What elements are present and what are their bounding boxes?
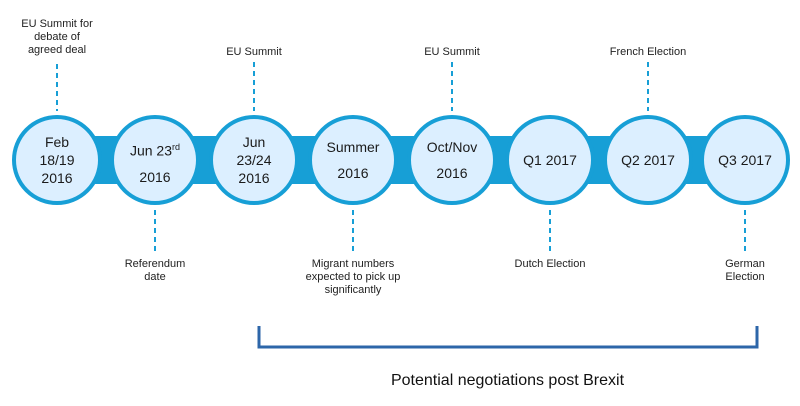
node-label: Q2 2017 bbox=[608, 152, 688, 168]
negotiations-label: Potential negotiations post Brexit bbox=[390, 372, 625, 389]
node-label-line: Jun 23rd bbox=[129, 142, 181, 159]
node-label-line: 18/19 bbox=[39, 152, 75, 168]
node-label: Summer 2016 bbox=[313, 134, 393, 186]
annotation-above: EU Summit bbox=[392, 46, 512, 59]
node-label-line: 2016 bbox=[436, 165, 468, 181]
annotation-line: significantly bbox=[324, 284, 382, 296]
annotation-line: EU Summit bbox=[226, 46, 282, 58]
annotation-line: EU Summit bbox=[424, 46, 480, 58]
node-label: Jun 23rd 2016 bbox=[115, 134, 195, 190]
node-label-line: 2016 bbox=[238, 170, 270, 186]
annotation-line: debate of bbox=[34, 31, 80, 43]
timeline-node bbox=[209, 115, 299, 205]
annotation-line: French Election bbox=[609, 46, 687, 58]
annotation-line: EU Summit for bbox=[21, 18, 93, 30]
timeline-node bbox=[700, 115, 790, 205]
node-label-line: 2016 bbox=[41, 170, 73, 186]
annotation-line: German bbox=[725, 258, 765, 270]
annotation-line: date bbox=[144, 271, 166, 283]
node-label-line: Jun bbox=[242, 134, 266, 150]
node-label-line: 2016 bbox=[139, 168, 171, 185]
node-label: Q1 2017 bbox=[510, 152, 590, 168]
annotation-line: agreed deal bbox=[27, 44, 87, 56]
node-label-line: Q1 2017 bbox=[523, 152, 577, 168]
annotation-line: Referendum bbox=[124, 258, 186, 270]
node-label: Q3 2017 bbox=[705, 152, 785, 168]
timeline-node bbox=[603, 115, 693, 205]
timeline-node bbox=[12, 115, 102, 205]
node-label-line: Oct/Nov bbox=[426, 139, 478, 155]
node-label-line: Summer bbox=[326, 139, 380, 155]
node-label: Oct/Nov 2016 bbox=[412, 134, 492, 186]
node-label-line: 2016 bbox=[337, 165, 369, 181]
negotiation-bracket bbox=[257, 326, 759, 349]
node-label: Feb 18/19 2016 bbox=[17, 133, 97, 187]
node-label-line: Q3 2017 bbox=[718, 152, 772, 168]
annotation-line: Election bbox=[725, 271, 765, 283]
timeline-node bbox=[308, 115, 398, 205]
node-label-line: Feb bbox=[44, 134, 70, 150]
annotation-above: French Election bbox=[588, 46, 708, 59]
annotation-below: Dutch Election bbox=[490, 258, 610, 271]
timeline-node bbox=[505, 115, 595, 205]
annotation-above: EU Summit bbox=[194, 46, 314, 59]
node-label-line: 23/24 bbox=[236, 152, 272, 168]
timeline-node bbox=[407, 115, 497, 205]
timeline-node bbox=[110, 115, 200, 205]
node-label-superscript: rd bbox=[172, 142, 181, 152]
annotation-line: Migrant numbers bbox=[311, 258, 395, 270]
node-label: Jun 23/24 2016 bbox=[214, 133, 294, 187]
annotation-line: expected to pick up bbox=[305, 271, 401, 283]
annotation-line: Dutch Election bbox=[514, 258, 586, 270]
node-label-line: Q2 2017 bbox=[621, 152, 675, 168]
